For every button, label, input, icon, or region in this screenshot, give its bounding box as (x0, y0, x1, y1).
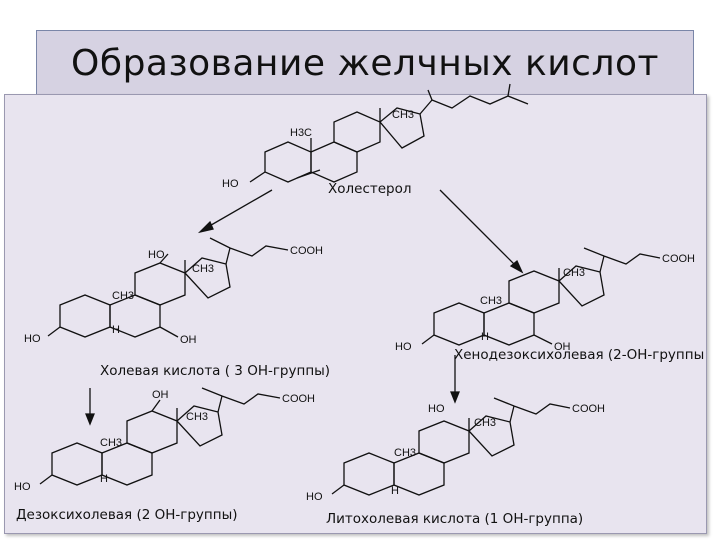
atom-ho: HO (14, 481, 31, 493)
atom-ch3: CH3 (392, 109, 414, 121)
atom-h: H (481, 331, 489, 343)
deoxycholic-acid-structure (39, 387, 281, 486)
diagram-panel (4, 94, 707, 534)
atom-oh: OH (180, 334, 197, 346)
label-chenodeoxycholic-acid: Хенодезоксихолевая (2-ОН-группы (454, 347, 705, 363)
atom-ch3: CH3 (186, 411, 208, 423)
atom-ch3: CH3 (100, 437, 122, 449)
atom-ch3: CH3 (394, 447, 416, 459)
atom-ch3: CH3 (112, 290, 134, 302)
slide-title: Образование желчных кислот (71, 43, 659, 84)
cholic-acid-structure (47, 237, 289, 338)
atom-cooh: COOH (290, 245, 323, 257)
atom-cooh: COOH (572, 403, 605, 415)
atom-ch3: CH3 (192, 263, 214, 275)
atom-h: H (100, 473, 108, 485)
atom-h: H (391, 485, 399, 497)
atom-ho: HO (222, 178, 239, 190)
atom-ho: HO (24, 333, 41, 345)
atom-cooh: COOH (662, 253, 695, 265)
atom-h: H (112, 324, 120, 336)
atom-h3c: H3C (290, 127, 312, 139)
lithocholic-acid-structure (331, 397, 571, 496)
atom-ho: HO (428, 403, 445, 415)
atom-ch3: CH3 (480, 295, 502, 307)
atom-labels: HO H3C CH3 HO HO CH3 CH3 OH COOH H HO CH… (14, 109, 695, 503)
atom-oh: OH (554, 341, 571, 353)
label-lithocholic-acid: Литохолевая кислота (1 ОН-группа) (326, 511, 584, 527)
atom-cooh: COOH (282, 393, 315, 405)
atom-ch3: CH3 (474, 417, 496, 429)
label-cholesterol: Холестерол (328, 181, 412, 197)
title-banner: Образование желчных кислот (36, 30, 694, 96)
chenodeoxycholic-acid-structure (421, 247, 661, 346)
atom-ho: HO (306, 491, 323, 503)
atom-ch3: CH3 (563, 267, 585, 279)
label-deoxycholic-acid: Дезоксихолевая (2 ОН-группы) (16, 507, 238, 523)
atom-oh: OH (152, 389, 169, 401)
atom-ho: HO (148, 249, 165, 261)
cholesterol-structure (249, 83, 529, 183)
atom-ho: HO (395, 341, 412, 353)
label-cholic-acid: Холевая кислота ( 3 ОН-группы) (100, 363, 331, 379)
